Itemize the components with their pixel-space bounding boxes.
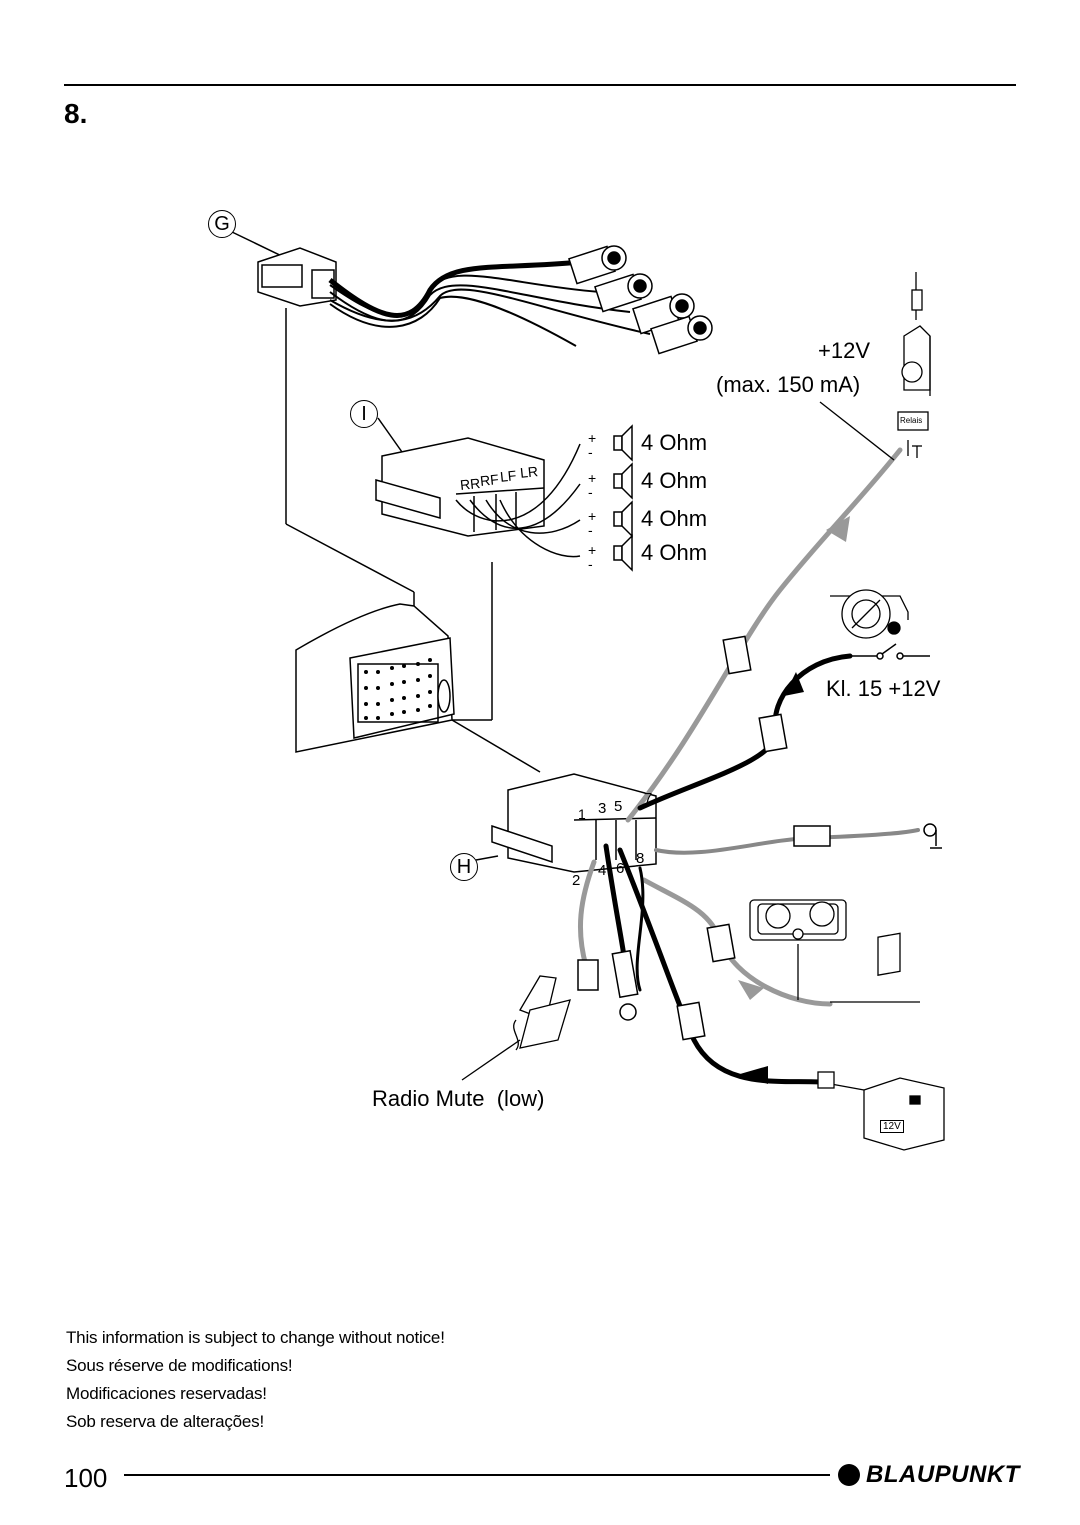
- pin-4: 4: [598, 862, 607, 879]
- connector-g-harness: [231, 231, 713, 355]
- polarity-plus: +: [588, 508, 597, 524]
- top-rule: [64, 84, 1016, 86]
- channel-rf: RF: [479, 471, 500, 489]
- bottom-rule: [124, 1474, 830, 1476]
- channel-lf: LF: [499, 467, 518, 485]
- speaker-icon: [613, 500, 633, 538]
- switch-icon: [850, 643, 930, 660]
- brand-name: BLAUPUNKT: [866, 1461, 1020, 1488]
- ignition-label: Kl. 15 +12V: [826, 676, 941, 701]
- polarity-plus: +: [588, 542, 597, 558]
- brand-logo: BLAUPUNKT: [838, 1461, 1020, 1489]
- polarity-minus: -: [588, 484, 593, 500]
- section-number: 8.: [64, 98, 88, 129]
- arrow-head: [738, 980, 764, 1000]
- pin-2: 2: [572, 872, 581, 889]
- connector-h-block: [475, 773, 657, 873]
- speaker-icon: [613, 534, 633, 572]
- polarity-minus: -: [588, 556, 593, 572]
- phone-icon: [461, 975, 571, 1081]
- channel-lr: LR: [519, 463, 539, 481]
- radio-mute-label: Radio Mute (low): [372, 1086, 545, 1111]
- logo-dot-icon: [838, 1464, 860, 1486]
- channel-rr: RR: [459, 474, 482, 494]
- speaker-icons: [613, 424, 633, 572]
- connector-i-speaker-block: [285, 308, 581, 721]
- polarity-minus: -: [588, 522, 593, 538]
- arrow-head: [740, 1066, 768, 1084]
- antenna-icon: [819, 272, 931, 461]
- pin-7: 7: [644, 790, 653, 807]
- antenna-current: (max. 150 mA): [716, 372, 861, 397]
- pin-8: 8: [636, 850, 645, 867]
- battery-label: 12V: [880, 1120, 904, 1133]
- arrow-head: [826, 516, 850, 542]
- polarity-plus: +: [588, 470, 597, 486]
- speaker-impedance: 4 Ohm: [641, 506, 708, 531]
- antenna-voltage: +12V: [818, 338, 870, 363]
- ignition-key-icon: [830, 589, 909, 639]
- connector-label-h: H: [450, 853, 478, 881]
- notice-fr: Sous réserve de modifications!: [66, 1356, 293, 1375]
- polarity-minus: -: [588, 444, 593, 460]
- ground-icon: [923, 823, 942, 849]
- radio-unit: [295, 603, 541, 773]
- speaker-impedance: 4 Ohm: [641, 468, 708, 493]
- connector-label-i: I: [350, 400, 378, 428]
- speaker-icon: [613, 462, 633, 500]
- connector-label-g: G: [208, 210, 236, 238]
- notice-en: This information is subject to change wi…: [66, 1328, 445, 1347]
- pin-3: 3: [598, 800, 607, 817]
- dashboard-light-icon: [749, 899, 920, 1003]
- page-number: 100: [64, 1463, 108, 1493]
- wire-connectors: [577, 635, 831, 1041]
- pin-5: 5: [614, 798, 623, 815]
- notice-pt: Sob reserva de alterações!: [66, 1412, 264, 1431]
- notice-es: Modificaciones reservadas!: [66, 1384, 267, 1403]
- arrow-head: [784, 672, 804, 696]
- battery-icon: [817, 932, 945, 1151]
- speaker-impedance: 4 Ohm: [641, 430, 708, 455]
- pin-6: 6: [616, 860, 625, 877]
- polarity-plus: +: [588, 430, 597, 446]
- relay-label: Relais: [900, 416, 923, 425]
- speaker-impedance: 4 Ohm: [641, 540, 708, 565]
- speaker-icon: [613, 424, 633, 462]
- pin-1: 1: [578, 806, 586, 822]
